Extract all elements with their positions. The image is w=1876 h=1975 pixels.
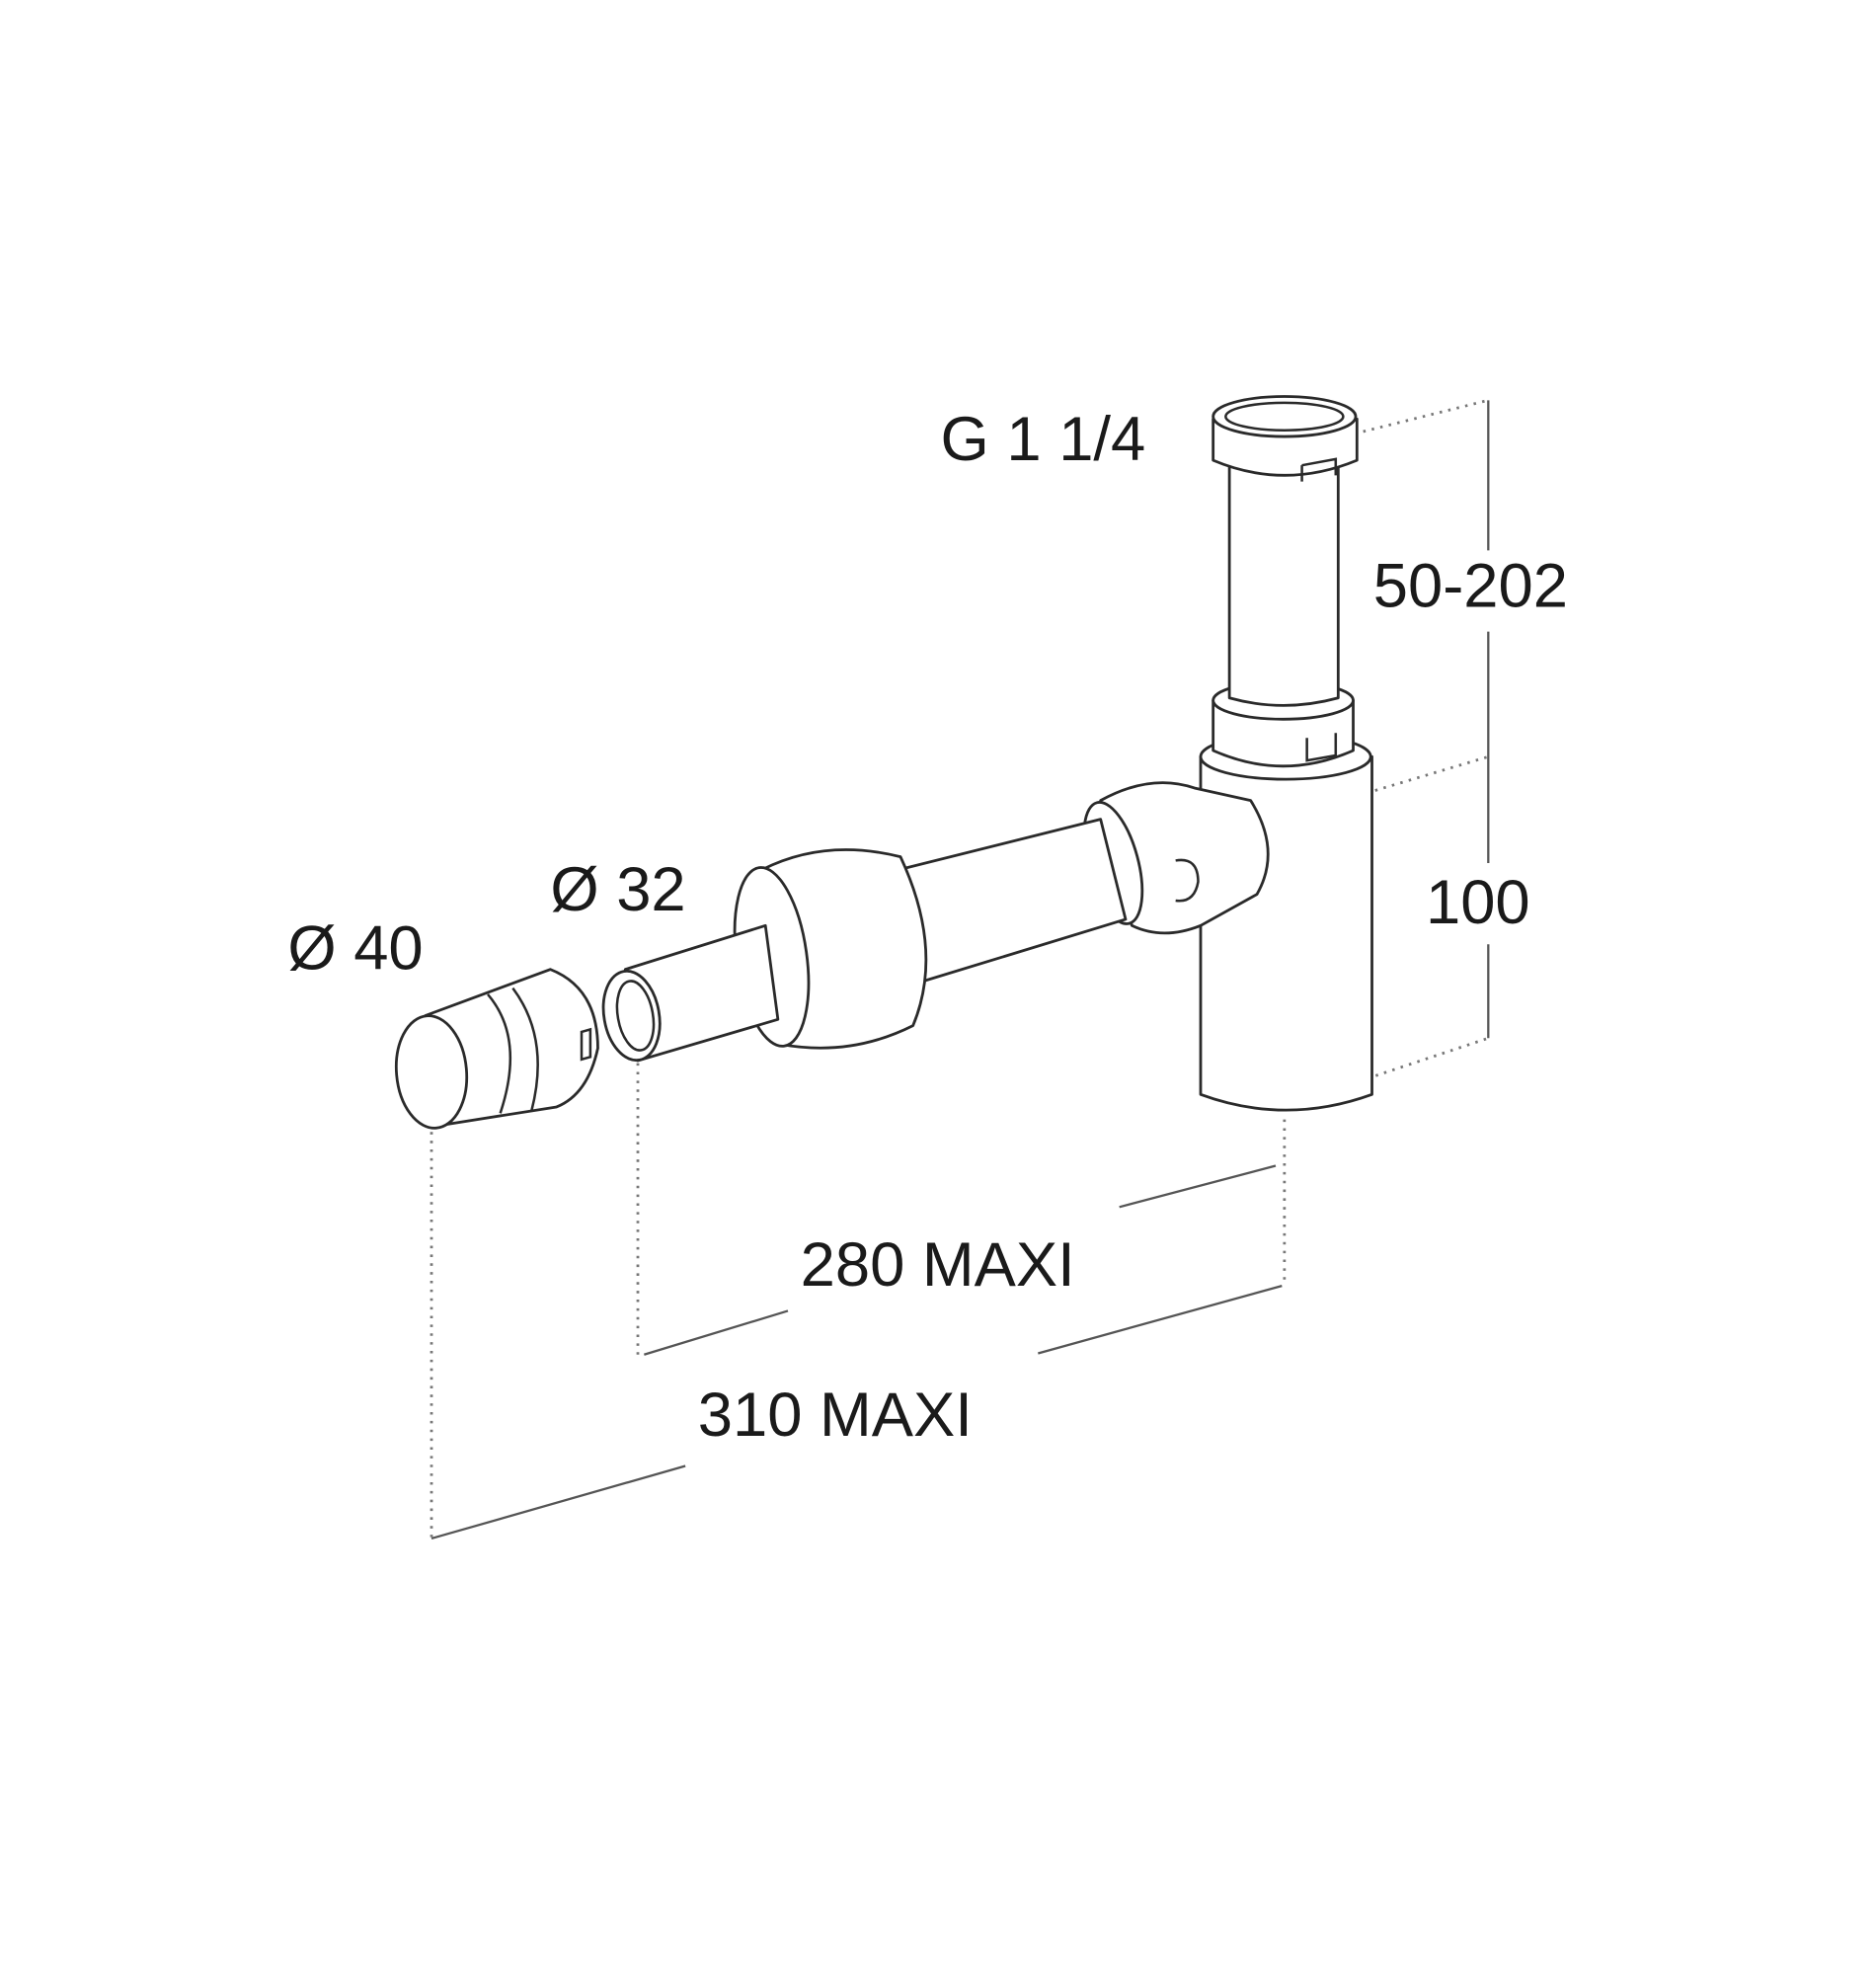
height-range-label: 50-202 bbox=[1373, 551, 1568, 620]
length-280-label: 280 MAXI bbox=[801, 1230, 1075, 1300]
pipe-diameter-label: Ø 32 bbox=[550, 855, 685, 924]
pipe-32 bbox=[601, 923, 780, 1063]
thread-nut bbox=[1212, 395, 1359, 482]
length-310-label: 310 MAXI bbox=[698, 1381, 973, 1450]
bottle-body bbox=[1199, 733, 1373, 1112]
height-fixed-label: 100 bbox=[1426, 868, 1530, 937]
outlet-diameter-label: Ø 40 bbox=[287, 914, 423, 984]
thread-size-label: G 1 1/4 bbox=[941, 405, 1146, 474]
outlet-40 bbox=[394, 968, 599, 1130]
extension-tube bbox=[1227, 461, 1340, 707]
